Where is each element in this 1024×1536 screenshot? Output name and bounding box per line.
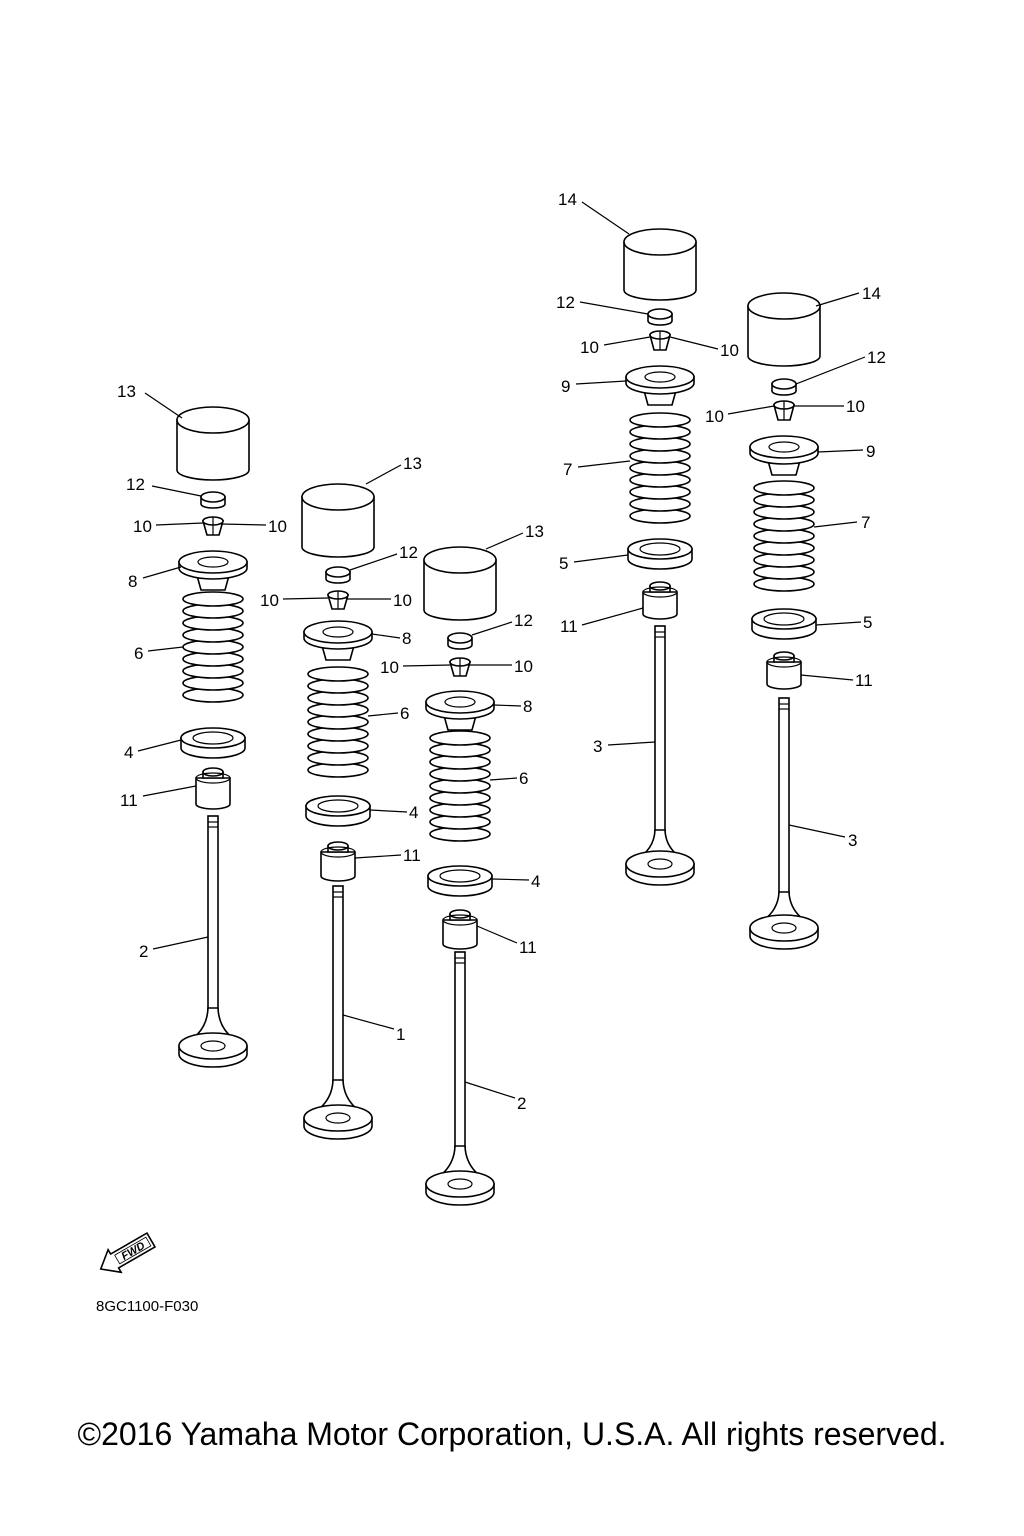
callout-10: 10 (260, 591, 279, 610)
leader-lines (137, 201, 866, 1099)
valve-spring-retainer (749, 435, 819, 476)
callout-10: 10 (846, 397, 865, 416)
callout-13: 13 (403, 454, 422, 473)
valve-cotter (326, 590, 350, 610)
callout-4: 4 (124, 743, 133, 762)
callout-11: 11 (120, 791, 138, 810)
valve-stem-seal (642, 581, 678, 620)
valve-cotter (648, 330, 672, 351)
callout-10: 10 (268, 517, 287, 536)
callout-14: 14 (558, 190, 577, 209)
valve-lifter (176, 406, 250, 481)
callout-3: 3 (593, 737, 602, 756)
valve-spring-seat (180, 727, 246, 759)
callout-14: 14 (862, 284, 881, 303)
intake-valve (178, 815, 248, 1068)
valve-pad (200, 491, 226, 509)
callout-6: 6 (519, 769, 528, 788)
callout-6: 6 (400, 704, 409, 723)
fwd-arrow-icon: FWD (99, 1231, 157, 1274)
valve-assembly-exhaust-right (747, 292, 821, 950)
valve-spring-retainer (303, 620, 373, 661)
valve-stem-seal (320, 841, 356, 882)
callout-11: 11 (403, 846, 421, 865)
valve-pad (771, 378, 797, 396)
valve-pad (325, 566, 351, 584)
valve-stem-seal (195, 767, 231, 810)
callout-9: 9 (866, 442, 875, 461)
callout-9: 9 (561, 377, 570, 396)
valve-spring-seat (305, 795, 371, 827)
diagram-code: 8GC1100-F030 (96, 1298, 198, 1315)
valve-assembly-exhaust-left (623, 228, 697, 886)
valve-cotter (772, 400, 796, 421)
valve-assembly-intake-center (301, 483, 375, 1140)
valve-stem-seal (442, 909, 478, 950)
valve-lifter (423, 546, 497, 621)
copyright-notice: ©2016 Yamaha Motor Corporation, U.S.A. A… (77, 1416, 947, 1452)
callout-10: 10 (380, 658, 399, 677)
callout-10: 10 (514, 657, 533, 676)
callout-10: 10 (580, 338, 599, 357)
callout-10: 10 (705, 407, 724, 426)
callout-10: 10 (720, 341, 739, 360)
callout-8: 8 (523, 697, 532, 716)
intake-valve (425, 951, 495, 1206)
valve-stem-seal (766, 651, 802, 690)
callout-4: 4 (531, 872, 540, 891)
callout-12: 12 (867, 348, 886, 367)
callout-13: 13 (117, 382, 136, 401)
callout-12: 12 (556, 293, 575, 312)
intake-valve (303, 885, 373, 1140)
valve-spring-seat (427, 865, 493, 897)
valve-spring-retainer (425, 690, 495, 731)
valve-spring-seat (751, 608, 817, 640)
callout-12: 12 (399, 543, 418, 562)
valve-cotter (201, 516, 225, 536)
callout-2: 2 (139, 942, 148, 961)
callout-11: 11 (855, 671, 873, 690)
valve-pad (647, 308, 673, 326)
valve-assembly-intake-left (176, 406, 250, 1068)
valve-spring-seat (627, 538, 693, 570)
callout-13: 13 (525, 522, 544, 541)
callout-5: 5 (863, 613, 872, 632)
callout-7: 7 (563, 460, 572, 479)
callout-10: 10 (133, 517, 152, 536)
callout-4: 4 (409, 803, 418, 822)
callout-12: 12 (126, 475, 145, 494)
callout-3: 3 (848, 831, 857, 850)
exhaust-valve (749, 697, 819, 950)
valve-spring (753, 480, 815, 592)
callout-10: 10 (393, 591, 412, 610)
valve-spring (307, 666, 369, 778)
valve-spring (182, 591, 244, 703)
callout-6: 6 (134, 644, 143, 663)
callout-8: 8 (128, 572, 137, 591)
callout-1: 1 (396, 1025, 405, 1044)
valve-lifter (623, 228, 697, 301)
valve-lifter (747, 292, 821, 367)
callout-labels: 13 12 10 10 8 6 4 11 2 13 12 10 10 8 6 4… (117, 190, 886, 1113)
valve-spring (429, 730, 491, 842)
valve-spring (629, 412, 691, 524)
callout-7: 7 (861, 513, 870, 532)
valve-assembly-intake-right (423, 546, 497, 1206)
valve-spring-retainer (625, 365, 695, 406)
callout-2: 2 (517, 1094, 526, 1113)
callout-8: 8 (402, 629, 411, 648)
callout-11: 11 (519, 938, 537, 957)
valve-cotter (448, 657, 472, 677)
callout-5: 5 (559, 554, 568, 573)
callout-12: 12 (514, 611, 533, 630)
valve-pad (447, 632, 473, 650)
valve-spring-retainer (178, 550, 248, 591)
exhaust-valve (625, 625, 695, 886)
callout-11: 11 (560, 617, 578, 636)
valve-lifter (301, 483, 375, 558)
